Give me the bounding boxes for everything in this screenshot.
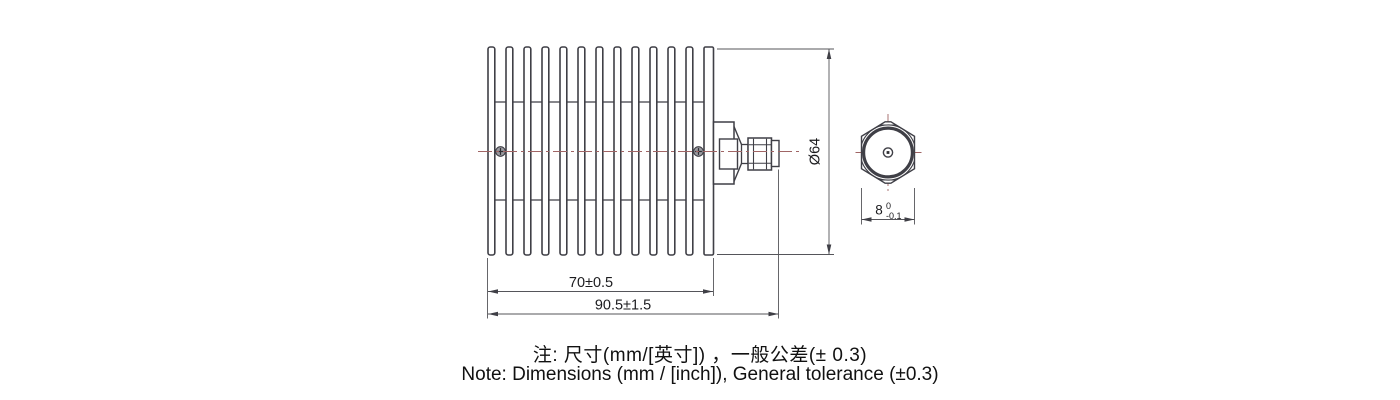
arrowhead — [826, 244, 832, 255]
side-view — [478, 46, 801, 256]
dim-label-hex-tol-lower: -0.1 — [886, 211, 902, 221]
dim-label-body-length: 70±0.5 — [569, 275, 613, 291]
dim-body-length: 70±0.5 — [487, 258, 714, 319]
chamfer-circle — [861, 124, 915, 181]
mounting-screw-left — [495, 146, 506, 157]
note-line-chinese: 注: 尺寸(mm/[英寸]) ，一般公差(± 0.3) — [532, 345, 868, 366]
dim-label-diameter: Ø64 — [808, 138, 824, 165]
connector-cone — [733, 126, 743, 182]
dim-label-hex-tol-upper: 0 — [886, 201, 891, 211]
arrowhead — [768, 311, 779, 317]
note-line-english: Note: Dimensions (mm / [inch]), General … — [461, 364, 939, 385]
connector-boss — [718, 138, 739, 170]
connector-end-cap — [770, 139, 780, 168]
arrowhead — [488, 311, 498, 317]
connector — [712, 121, 780, 185]
end-view — [855, 114, 922, 191]
dim-label-overall-length: 90.5±1.5 — [595, 298, 651, 314]
dim-diameter: Ø64 — [717, 48, 834, 255]
dim-label-hex-value: 8 — [875, 203, 883, 218]
center-pin-slot — [886, 151, 890, 154]
arrowhead — [861, 217, 872, 222]
dim-hex-width: 8 0 -0.1 — [861, 188, 915, 225]
connector-neck — [740, 143, 749, 165]
dim-overall-length: 90.5±1.5 — [488, 169, 779, 319]
arrowhead — [904, 217, 915, 222]
arrowhead — [826, 49, 832, 59]
arrowhead — [703, 289, 713, 294]
connector-hex-nut — [747, 137, 773, 171]
arrowhead — [488, 289, 498, 294]
